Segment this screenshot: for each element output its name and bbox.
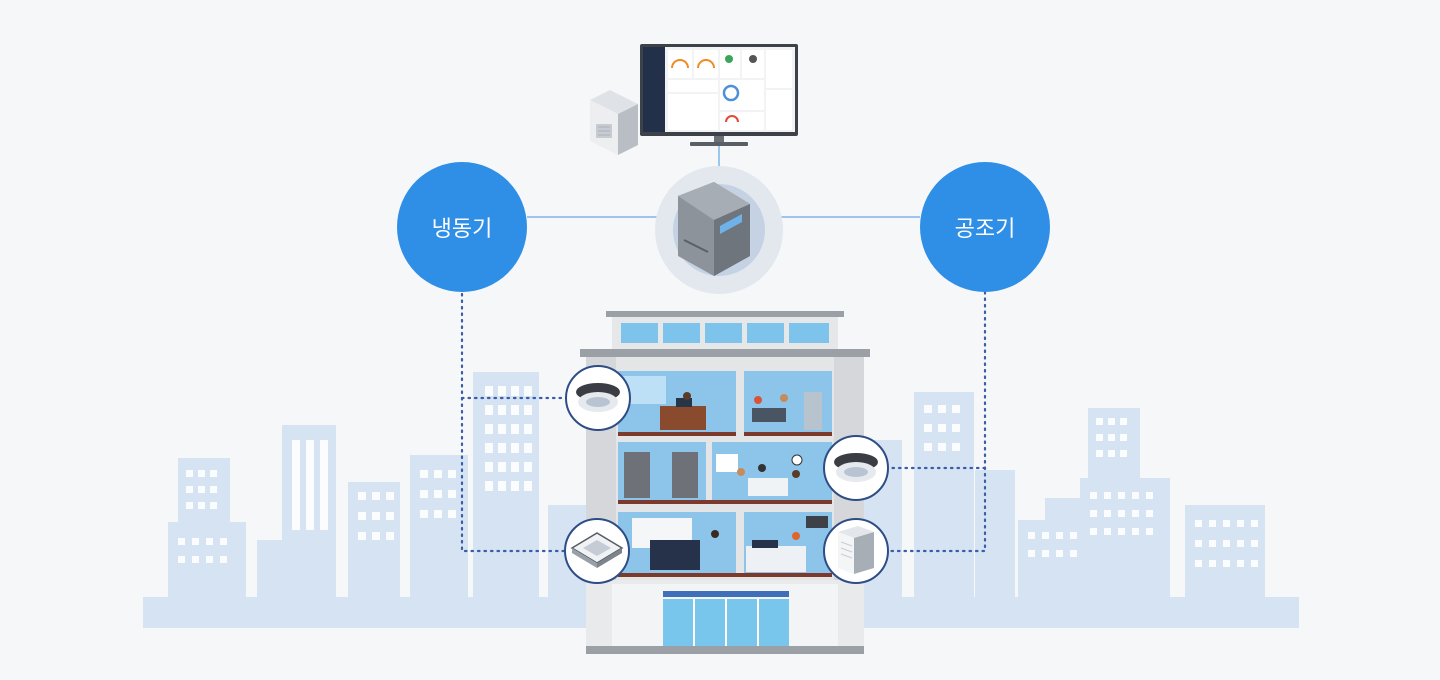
dashboard-monitor-icon — [640, 44, 798, 146]
round-cassette-ac-icon — [565, 365, 631, 431]
round-cassette-ac-icon — [823, 435, 889, 501]
dotted-connectors — [460, 290, 987, 553]
refrigerator-label: 냉동기 — [431, 217, 493, 242]
refrigerator-node: 냉동기 — [397, 162, 527, 292]
air-handler-label: 공조기 — [954, 217, 1016, 242]
city-windows — [178, 386, 1258, 567]
controller-device-icon — [655, 166, 783, 294]
floor-standing-ac-icon — [823, 518, 889, 584]
server-unit-icon — [590, 90, 638, 155]
building — [580, 311, 870, 654]
air-handler-node: 공조기 — [920, 162, 1050, 292]
square-cassette-ac-icon — [564, 518, 630, 584]
